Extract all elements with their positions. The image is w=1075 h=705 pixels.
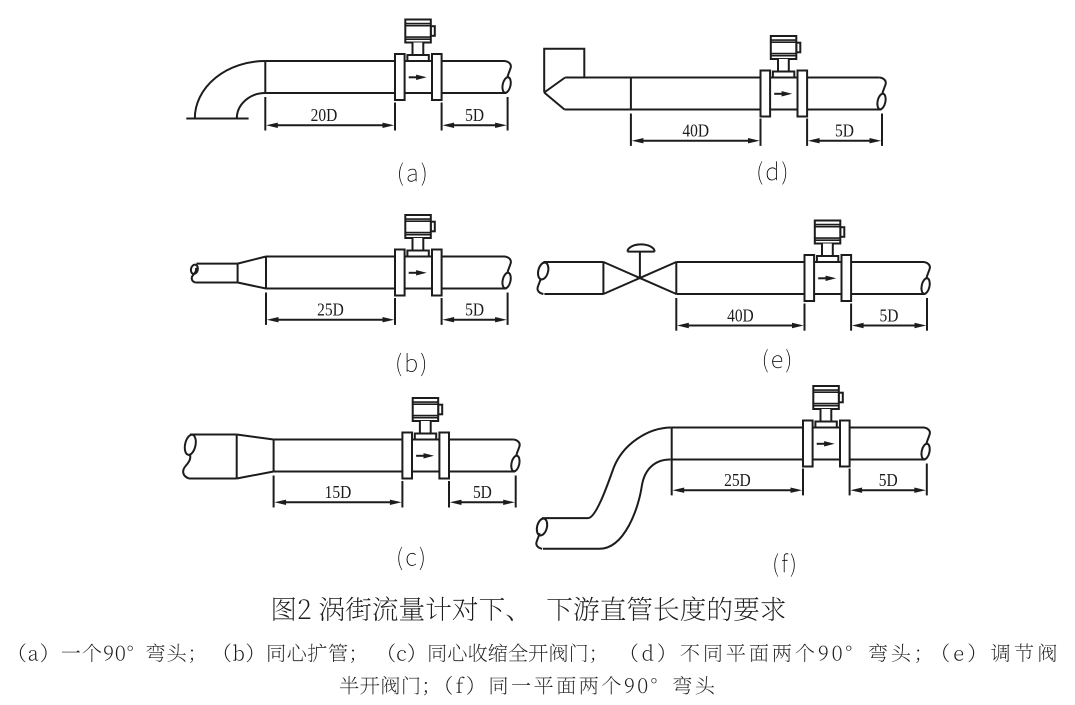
svg-text:25D: 25D (317, 300, 344, 320)
svg-text:40D: 40D (682, 121, 709, 141)
svg-text:5D: 5D (879, 470, 898, 490)
svg-text:5D: 5D (880, 305, 899, 325)
svg-text:5D: 5D (473, 482, 492, 502)
svg-text:25D: 25D (724, 470, 751, 490)
svg-text:20D: 20D (311, 105, 338, 125)
svg-text:5D: 5D (465, 300, 484, 320)
svg-text:5D: 5D (465, 105, 484, 125)
svg-text:5D: 5D (835, 121, 854, 141)
svg-text:15D: 15D (325, 482, 352, 502)
svg-text:40D: 40D (727, 305, 754, 325)
